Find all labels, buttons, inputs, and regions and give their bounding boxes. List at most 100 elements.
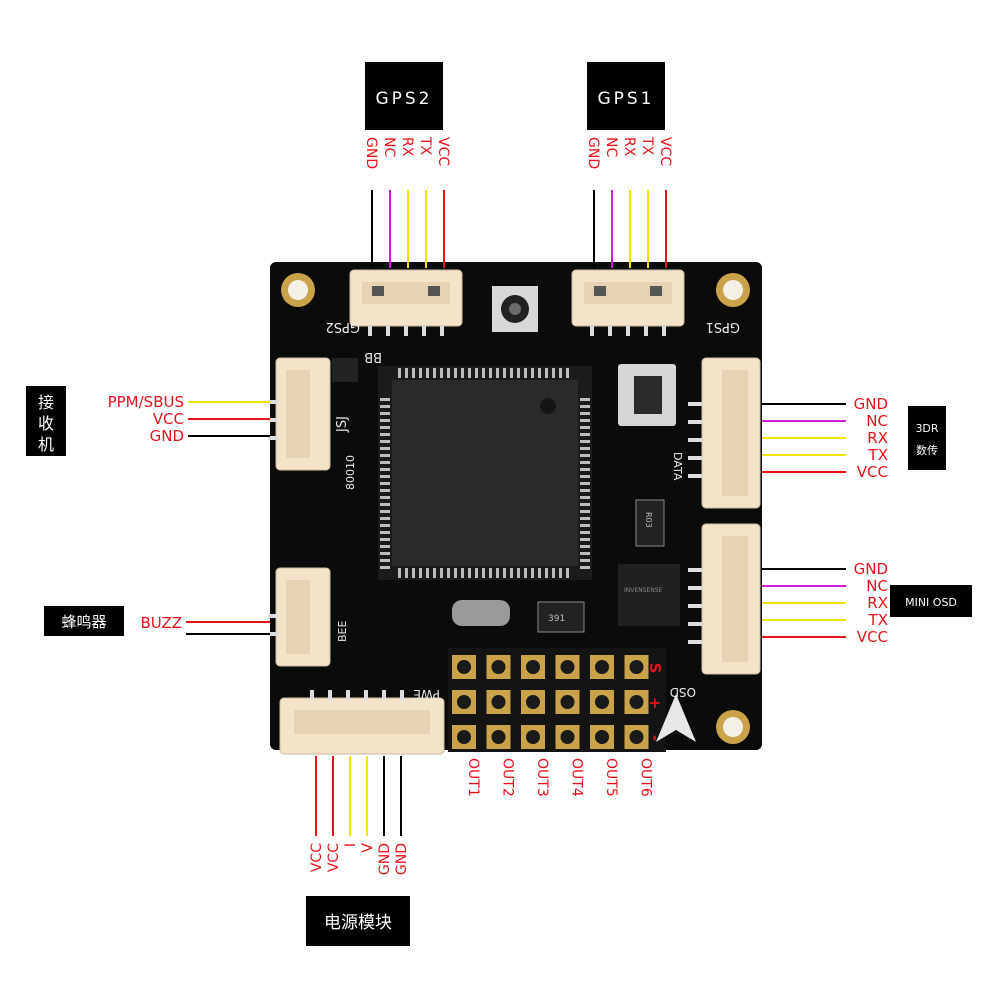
pin-label: VCC: [309, 843, 325, 872]
mcu-pin: [380, 426, 390, 429]
mcu-pin: [580, 552, 590, 555]
mcu-pin: [580, 531, 590, 534]
mcu-pin: [580, 496, 590, 499]
small-ic-label: 391: [548, 614, 565, 624]
gps1-title: GPS1: [597, 89, 654, 109]
mcu-pin: [380, 419, 390, 422]
mcu-pin: [454, 568, 457, 578]
bb-ic: [332, 358, 358, 382]
mcu-pin: [580, 412, 590, 415]
gps2-title-box: GPS2: [365, 62, 443, 130]
mcu-pin: [580, 419, 590, 422]
mcu-pin: [380, 566, 390, 569]
pin-label: GND: [854, 395, 888, 413]
mcu-pin: [580, 545, 590, 548]
mcu-pin: [580, 426, 590, 429]
status-led: [492, 286, 538, 332]
mcu-pin: [405, 568, 408, 578]
silk-bee: BEE: [336, 621, 349, 642]
silk-data: DATA: [671, 452, 684, 481]
mcu-pin: [380, 510, 390, 513]
mcu-pin: [580, 510, 590, 513]
output-pad-hole: [560, 730, 575, 744]
mcu-pin: [380, 503, 390, 506]
output-label: OUT1: [465, 758, 481, 797]
silk-gps1: GPS1: [706, 319, 740, 334]
mcu-pin: [398, 368, 401, 378]
pin-label: VCC: [657, 137, 673, 166]
pin-label: GND: [363, 137, 379, 169]
output-pad-hole: [491, 695, 506, 709]
mcu-pin: [380, 559, 390, 562]
pin-label: V: [360, 843, 376, 853]
mcu-pin: [454, 368, 457, 378]
mcu-pin: [412, 568, 415, 578]
mcu-pin: [440, 368, 443, 378]
flight-controller-board: INVENSENSE 391 R03 GPS2 GPS1 BB JSJ 8001…: [268, 262, 762, 755]
pin-label: RX: [621, 137, 637, 157]
output-pad-hole: [560, 660, 575, 674]
pin-label: TX: [417, 136, 433, 156]
receiver-title-line: 接: [38, 393, 54, 412]
wire-harness: [186, 190, 846, 836]
mcu-pin: [380, 398, 390, 401]
silk-osd: OSD: [670, 685, 696, 699]
telemetry-title-line: 数传: [916, 444, 938, 457]
osd-connector: [688, 523, 761, 675]
mcu-pin: [580, 461, 590, 464]
output-pad-hole: [491, 730, 506, 744]
mcu-pin: [538, 568, 541, 578]
rail-label: -: [646, 735, 664, 741]
mcu-pin: [489, 568, 492, 578]
mounting-hole: [716, 273, 750, 307]
small-ic: 391: [537, 601, 585, 633]
mcu-pin: [380, 405, 390, 408]
mcu-pin: [510, 568, 513, 578]
pin-label: GND: [394, 843, 410, 875]
pin-label: I: [343, 843, 359, 847]
barometer-chip: [618, 364, 676, 426]
mcu-pin: [468, 368, 471, 378]
silk-gps2: GPS2: [326, 319, 360, 334]
output-pad-hole: [457, 695, 471, 709]
mcu-pin: [524, 568, 527, 578]
buzzer-title: 蜂鸣器: [61, 613, 106, 631]
pin-label: RX: [867, 594, 888, 612]
output-pad-hole: [560, 695, 575, 709]
mcu-pin: [475, 568, 478, 578]
mcu-pin: [380, 433, 390, 436]
pin-label: PPM/SBUS: [108, 393, 184, 411]
mcu-pin: [426, 368, 429, 378]
mcu-pin: [580, 566, 590, 569]
output-label: OUT5: [603, 758, 619, 797]
mcu-pin: [580, 433, 590, 436]
output-pad-hole: [526, 695, 540, 709]
output-pad-hole: [491, 660, 506, 674]
pin-label: NC: [866, 412, 888, 430]
mcu-pin: [412, 368, 415, 378]
direction-arrow-icon: [656, 694, 696, 742]
mcu-pin: [545, 368, 548, 378]
mcu-pin: [433, 568, 436, 578]
mcu-pin: [380, 468, 390, 471]
imu-brand-text: INVENSENSE: [624, 587, 663, 594]
gps1-title-box: GPS1: [587, 62, 665, 130]
pin-label: NC: [381, 137, 397, 157]
pin-label: TX: [868, 611, 888, 629]
pin-label: TX: [639, 136, 655, 156]
mcu-pin: [398, 568, 401, 578]
minosd-title: MINI OSD: [905, 596, 957, 609]
mcu-pin: [440, 568, 443, 578]
mcu-pin: [380, 475, 390, 478]
mcu-pin: [580, 447, 590, 450]
output-pin-header: [448, 648, 666, 752]
buzzer-title-box: 蜂鸣器: [44, 606, 124, 636]
output-label: OUT4: [569, 758, 585, 797]
pin-label: RX: [867, 429, 888, 447]
pin-label: GND: [585, 137, 601, 169]
output-label: OUT6: [638, 758, 654, 797]
mcu-chip: [378, 366, 592, 580]
mcu-pin: [538, 368, 541, 378]
